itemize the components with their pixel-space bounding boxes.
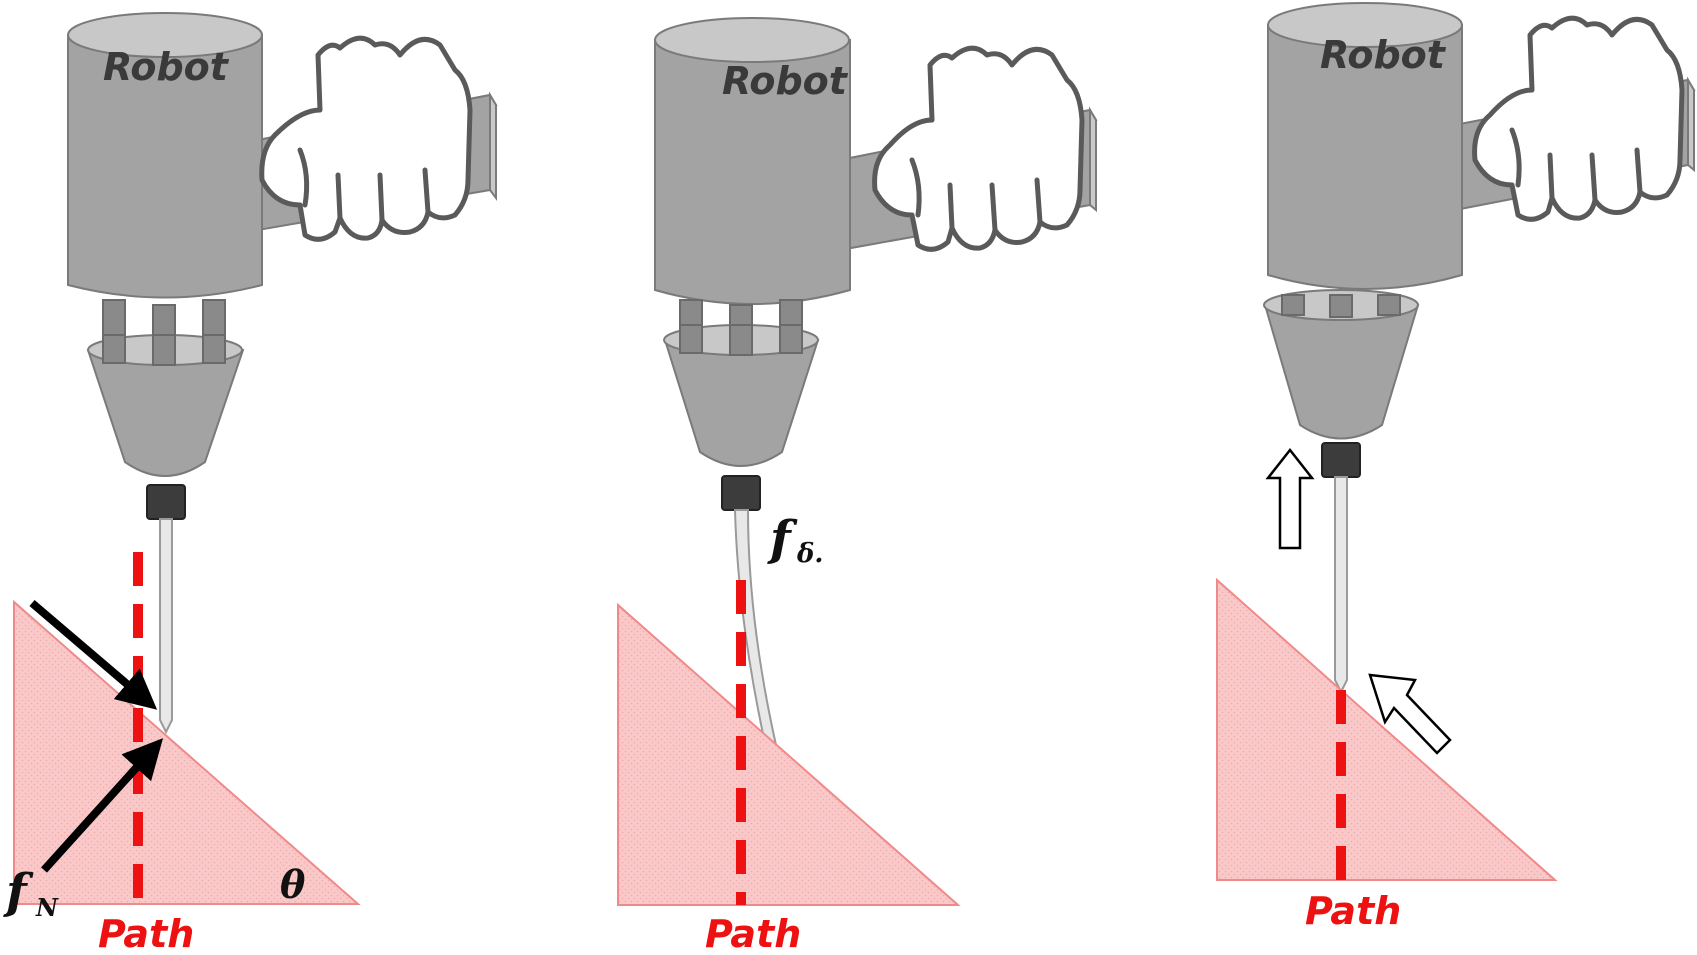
path-label: Path [705,912,801,955]
hand-icon [1472,15,1685,222]
panel-3: Robot Path [1216,2,1696,933]
angle-symbol: θ [280,862,306,907]
robot-cone [663,324,820,467]
deflection-symbol: f [767,511,798,567]
robot-body [67,12,263,299]
drill-bit [159,518,173,735]
hand-icon [259,35,473,242]
path-label: Path [1305,889,1401,933]
robot-body [1267,2,1463,290]
robot-label: Robot [103,45,230,89]
robot-cone [86,334,245,477]
robot-cone [1263,289,1420,440]
robot-label: Robot [722,59,849,103]
tool-collar [721,475,761,511]
deflection-subscript: δ. [796,539,823,569]
panel-1: Robot f [3,12,498,955]
panel-2: Robot f δ. Path [617,17,1098,955]
path-label: Path [98,912,194,955]
workpiece-wedge [1216,577,1558,881]
diagonal-arrow-icon [1368,673,1452,755]
force-arrow-normal [29,599,158,710]
hand-icon [872,45,1085,252]
drill-bit [1334,476,1348,695]
workpiece-wedge [617,602,961,906]
force-arrow-reaction [41,738,164,873]
up-arrow-icon [1265,447,1315,550]
tool-collar [1321,442,1361,478]
robot-body [654,17,851,305]
tool-collar [146,484,186,520]
force-subscript: N [35,893,59,922]
workpiece-wedge [13,599,361,905]
robot-label: Robot [1320,33,1447,77]
